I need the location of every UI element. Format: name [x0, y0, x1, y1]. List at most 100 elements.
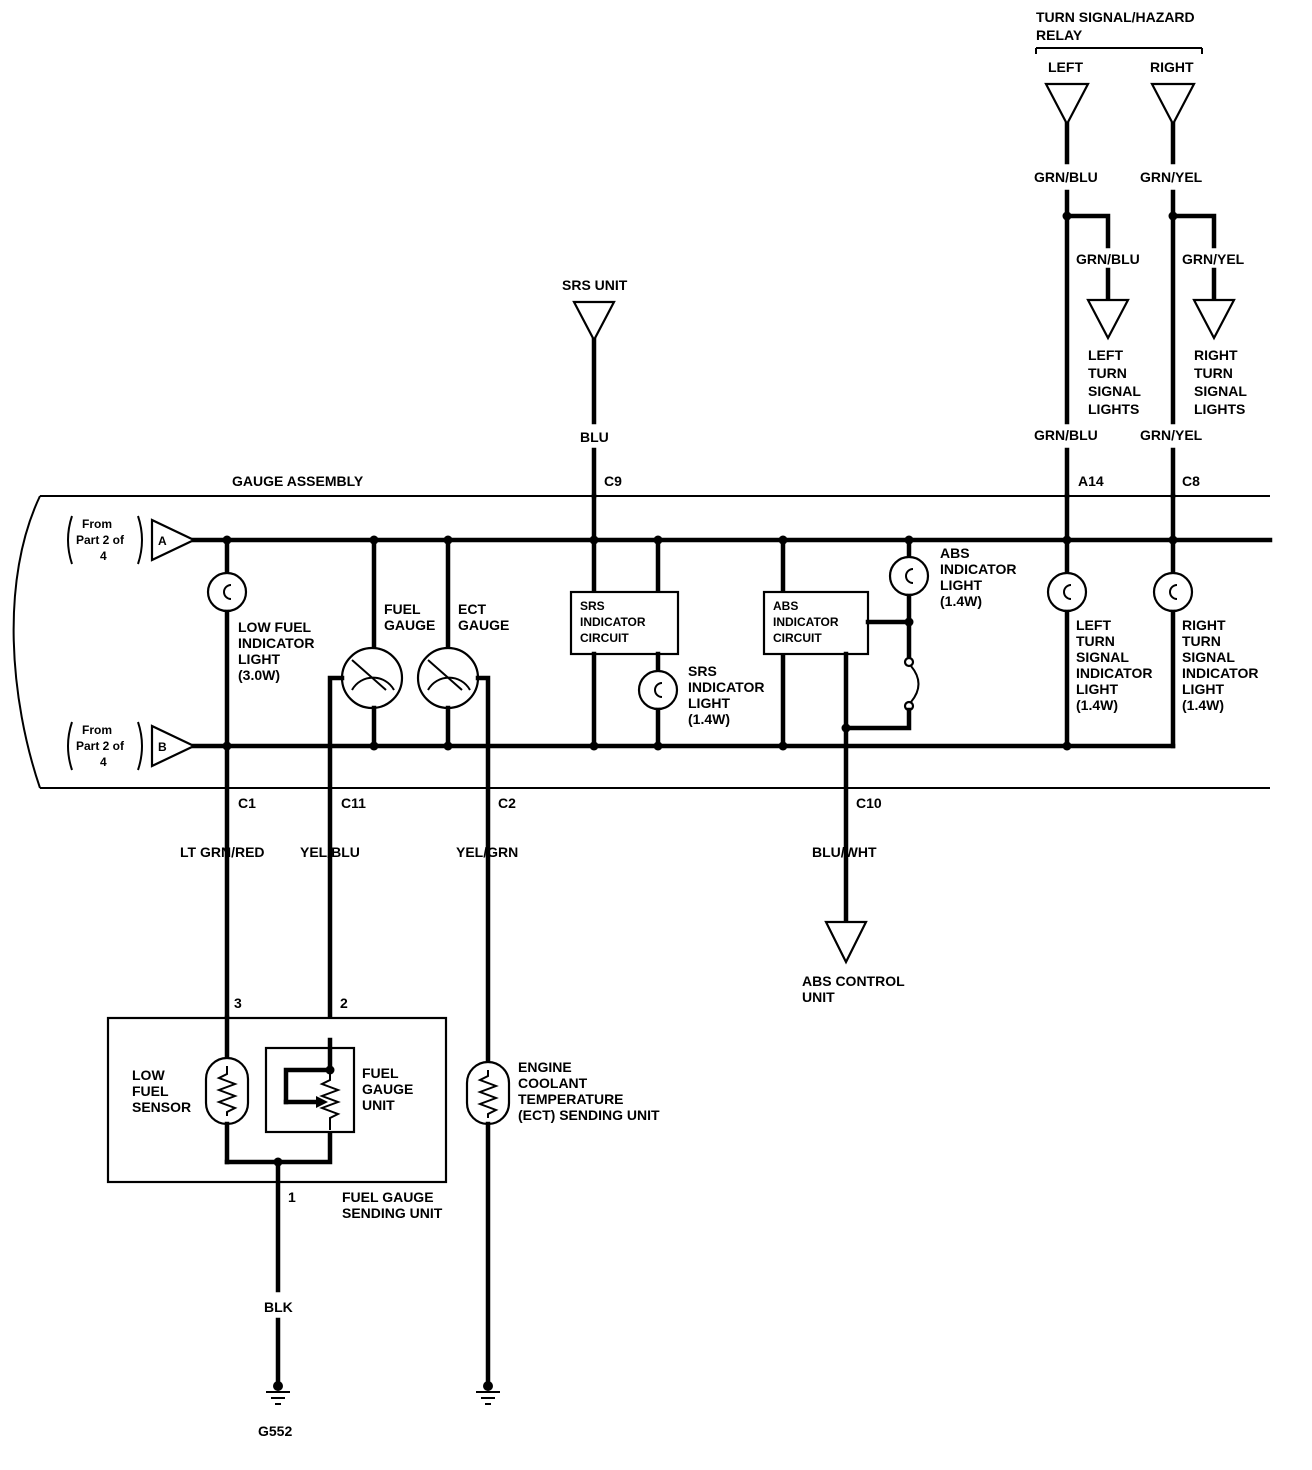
srs-unit-terminal-icon: [572, 300, 616, 343]
ect-sending-l2: COOLANT: [518, 1075, 588, 1091]
right-turn-indicator: RIGHT TURN SIGNAL INDICATOR LIGHT (1.4W): [1152, 493, 1258, 749]
pin-2: 2: [340, 995, 348, 1011]
relay-title-line1: TURN SIGNAL/HAZARD: [1036, 9, 1195, 25]
left-branch-wire-label: GRN/BLU: [1076, 251, 1140, 267]
srs-indicator-circuit: SRS INDICATOR CIRCUIT SRS INDICATOR LIGH…: [569, 493, 764, 751]
right-branch-wire-label: GRN/YEL: [1182, 251, 1245, 267]
gauge-assembly-break-line: [12, 495, 41, 789]
right-turn-lights-l3: SIGNAL: [1194, 383, 1247, 399]
left-wire-lower-label: GRN/BLU: [1034, 427, 1098, 443]
pin-3: 3: [234, 995, 242, 1011]
fuel-gauge: FUEL GAUGE: [327, 535, 435, 1043]
srs-light-l1: SRS: [688, 663, 717, 679]
right-turn-lights-terminal-icon: [1192, 298, 1236, 341]
from-a-line1: From: [82, 517, 112, 531]
srs-circuit-l2: INDICATOR: [580, 615, 646, 629]
from-a-terminal-icon: [150, 518, 197, 562]
abs-light-l2: INDICATOR: [940, 561, 1016, 577]
wire-c10-label: BLU/WHT: [812, 844, 877, 860]
low-fuel-light-l2: INDICATOR: [238, 635, 314, 651]
left-turn-indicator: LEFT TURN SIGNAL INDICATOR LIGHT (1.4W): [1046, 493, 1152, 751]
ect-sending-l1: ENGINE: [518, 1059, 572, 1075]
fuel-gauge-unit-l2: GAUGE: [362, 1081, 413, 1097]
connector-c11: C11: [341, 795, 366, 811]
abs-control-l2: UNIT: [802, 989, 835, 1005]
pin-1: 1: [288, 1189, 296, 1205]
fuel-gauge-unit-l1: FUEL: [362, 1065, 399, 1081]
abs-control-unit: ABS CONTROL UNIT: [802, 920, 905, 1005]
abs-switch-arm: [910, 665, 920, 703]
right-turn-light-l3: SIGNAL: [1182, 649, 1235, 665]
ground-g552: BLK G552: [258, 1159, 293, 1439]
from-b-terminal-icon: [150, 724, 197, 768]
connector-c1: C1: [238, 795, 256, 811]
low-fuel-light-l4: (3.0W): [238, 667, 280, 683]
low-fuel-bulb-icon: [206, 571, 248, 613]
wire-c2-label: YEL/GRN: [456, 844, 518, 860]
fuel-gauge-rheostat-icon: [319, 1072, 341, 1130]
srs-light-l4: (1.4W): [688, 711, 730, 727]
relay-left-terminal-icon: [1044, 82, 1090, 127]
abs-circuit-l3: CIRCUIT: [773, 631, 822, 645]
fuel-gauge-l2: GAUGE: [384, 617, 435, 633]
left-turn-lights-l4: LIGHTS: [1088, 401, 1139, 417]
sending-unit-l2: SENDING UNIT: [342, 1205, 443, 1221]
fuel-gauge-l1: FUEL: [384, 601, 421, 617]
abs-control-terminal-icon: [824, 920, 868, 965]
srs-unit-label: SRS UNIT: [562, 277, 628, 293]
ect-sending-unit: ENGINE COOLANT TEMPERATURE (ECT) SENDING…: [465, 1059, 660, 1405]
relay-left-label: LEFT: [1048, 59, 1083, 75]
low-fuel-light-l3: LIGHT: [238, 651, 280, 667]
right-turn-lights-l2: TURN: [1194, 365, 1233, 381]
turn-signal-wires: GRN/BLU GRN/YEL GRN/BLU GRN/YEL LEFT TUR…: [1034, 121, 1247, 499]
right-wire-lower-label: GRN/YEL: [1140, 427, 1203, 443]
srs-light-bulb-icon: [637, 669, 679, 711]
left-turn-lights-l1: LEFT: [1088, 347, 1123, 363]
ect-gauge: ECT GAUGE: [416, 535, 509, 1065]
fuel-gauge-unit-l3: UNIT: [362, 1097, 395, 1113]
right-turn-bulb-icon: [1152, 571, 1194, 613]
srs-light-l2: INDICATOR: [688, 679, 764, 695]
left-turn-light-l5: LIGHT: [1076, 681, 1118, 697]
connector-c10: C10: [856, 795, 882, 811]
relay-right-terminal-icon: [1150, 82, 1196, 127]
srs-circuit-l3: CIRCUIT: [580, 631, 629, 645]
abs-light-l3: LIGHT: [940, 577, 982, 593]
right-turn-light-l4: INDICATOR: [1182, 665, 1258, 681]
ect-sending-l4: (ECT) SENDING UNIT: [518, 1107, 660, 1123]
abs-light-bulb-icon: [888, 555, 930, 597]
abs-light-l4: (1.4W): [940, 593, 982, 609]
sending-unit-l1: FUEL GAUGE: [342, 1189, 434, 1205]
srs-circuit-box: [569, 590, 680, 656]
left-turn-light-l4: INDICATOR: [1076, 665, 1152, 681]
from-a-line2: Part 2 of: [76, 533, 125, 547]
abs-circuit-l1: ABS: [773, 599, 798, 613]
fuel-gauge-sending-unit: 3 2 LOW FUEL SENSOR FUEL GAUGE UNIT FUEL…: [106, 995, 448, 1221]
relay-right-label: RIGHT: [1150, 59, 1194, 75]
right-turn-lights-l4: LIGHTS: [1194, 401, 1245, 417]
turn-signal-relay: TURN SIGNAL/HAZARD RELAY LEFT RIGHT: [1035, 9, 1203, 127]
right-turn-light-l5: LIGHT: [1182, 681, 1224, 697]
ect-gauge-l2: GAUGE: [458, 617, 509, 633]
left-turn-bulb-icon: [1046, 571, 1088, 613]
low-fuel-sensor-l2: FUEL: [132, 1083, 169, 1099]
from-b-line1: From: [82, 723, 112, 737]
left-wire-upper-label: GRN/BLU: [1034, 169, 1098, 185]
right-turn-light-l2: TURN: [1182, 633, 1221, 649]
relay-title-line2: RELAY: [1036, 27, 1083, 43]
left-turn-lights-terminal-icon: [1086, 298, 1130, 341]
connector-a14: A14: [1078, 473, 1104, 489]
low-fuel-sensor-l3: SENSOR: [132, 1099, 191, 1115]
srs-light-l3: LIGHT: [688, 695, 730, 711]
wire-c1-label: LT GRN/RED: [180, 844, 265, 860]
from-b-line2: Part 2 of: [76, 739, 125, 753]
from-part-b: From Part 2 of 4 B: [67, 721, 197, 771]
from-part-a: From Part 2 of 4 A: [67, 515, 197, 565]
connector-c2: C2: [498, 795, 516, 811]
connector-c9: C9: [604, 473, 622, 489]
from-a-letter: A: [158, 534, 167, 548]
low-fuel-indicator: LOW FUEL INDICATOR LIGHT (3.0W): [206, 535, 314, 1021]
right-wire-upper-label: GRN/YEL: [1140, 169, 1203, 185]
from-b-line3: 4: [100, 755, 107, 769]
